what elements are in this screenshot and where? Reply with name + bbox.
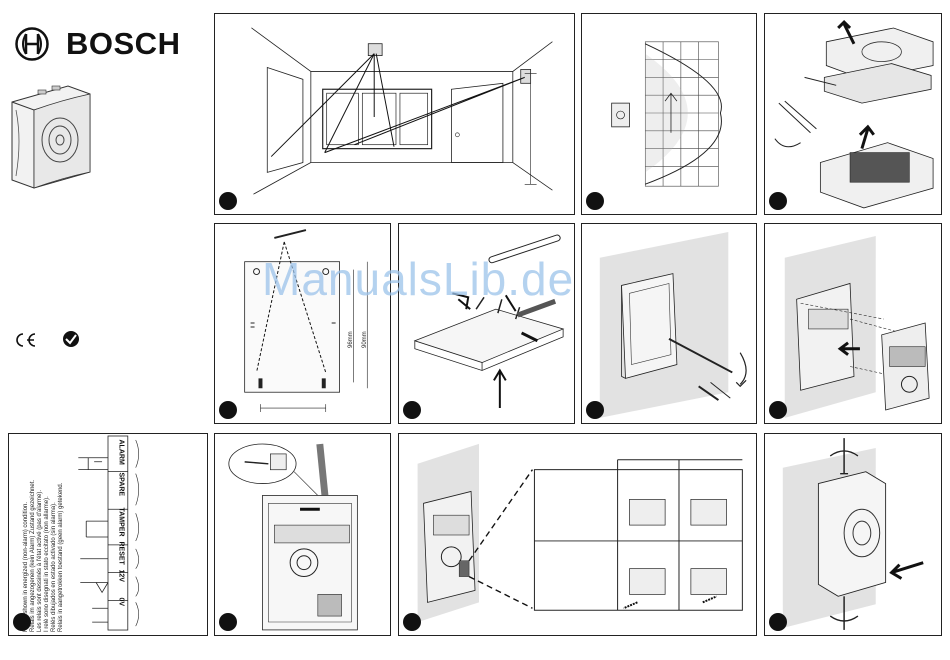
step-dot-icon	[219, 613, 237, 631]
step-dot-icon	[586, 401, 604, 419]
panel-wiring-diagram: ALARM SPARE TAMPER RESET 12V 0V Relais s…	[8, 433, 208, 636]
bosch-logo: BOSCH	[14, 26, 194, 66]
panel-coverage-pattern	[581, 13, 757, 215]
step-dot-icon	[219, 192, 237, 210]
relay-notes: Relais shown in energized (non-alarm) co…	[23, 480, 207, 635]
bosch-logo-icon	[15, 27, 49, 61]
step-dot-icon	[13, 613, 31, 631]
certification-marks	[12, 330, 92, 350]
panel-room-installation	[214, 13, 575, 215]
dimension-label-a: 96mm	[348, 331, 354, 348]
panel-insert-electronics	[764, 223, 942, 424]
step-dot-icon	[769, 613, 787, 631]
relay-note-de: Relais im angezogenen (kein Alarm) Zusta…	[30, 479, 36, 632]
step-dot-icon	[403, 401, 421, 419]
step-dot-icon	[769, 192, 787, 210]
step-dot-icon	[586, 192, 604, 210]
product-detector-image	[11, 85, 91, 189]
step-dot-icon	[219, 401, 237, 419]
panel-open-housing	[764, 13, 942, 215]
terminal-spare: SPARE	[117, 472, 125, 497]
terminal-0v: 0V	[117, 597, 125, 607]
panel-wall-mount-screws	[581, 223, 757, 424]
panel-close-housing	[764, 433, 942, 636]
panel-drill-template: 96mm 90mm	[214, 223, 391, 424]
check-mark-icon	[63, 331, 79, 347]
panel-wire-connection	[214, 433, 391, 636]
dimension-label-b: 90mm	[362, 331, 368, 348]
relay-note-nl: Relais in aangetrokken toestand (geen al…	[58, 482, 64, 632]
panel-cable-entry	[398, 223, 575, 424]
step-dot-icon	[403, 613, 421, 631]
relay-note-es: Relés dibujados en estado activado (sin …	[51, 502, 57, 632]
brand-name: BOSCH	[66, 26, 181, 61]
ce-mark-icon	[16, 333, 36, 347]
relay-note-it: I relè sono disegnati in stato eccitato …	[44, 496, 50, 632]
step-dot-icon	[769, 401, 787, 419]
relay-note-fr: Les relais sont dessinés à l'état activé…	[37, 489, 43, 632]
panel-configuration-table	[398, 433, 757, 636]
